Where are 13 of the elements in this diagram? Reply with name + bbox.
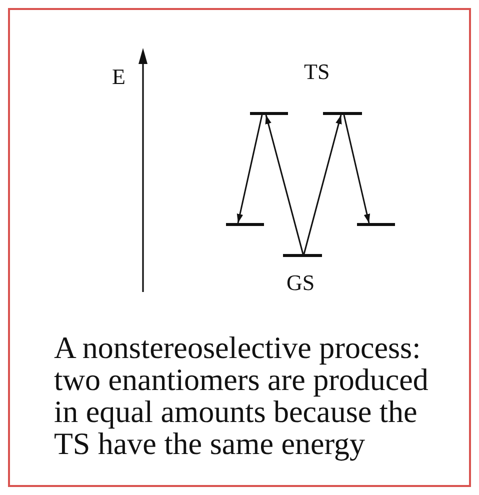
energy-level-line: [226, 223, 264, 226]
caption: A nonstereoselective process: two enantiomers are produced in equal amounts because the TS have the same energy: [54, 332, 430, 460]
energy-level-line: [323, 112, 362, 115]
energy-level-line: [250, 112, 288, 115]
energy-level-line: [357, 223, 395, 226]
arrow: [303, 114, 342, 254]
arrow: [265, 114, 304, 254]
arrow: [236, 114, 263, 224]
energy-level-line: [283, 254, 322, 257]
level-label: GS: [286, 271, 315, 295]
axis-label: E: [112, 65, 126, 89]
level-label: TS: [304, 60, 330, 84]
arrow: [343, 114, 370, 224]
